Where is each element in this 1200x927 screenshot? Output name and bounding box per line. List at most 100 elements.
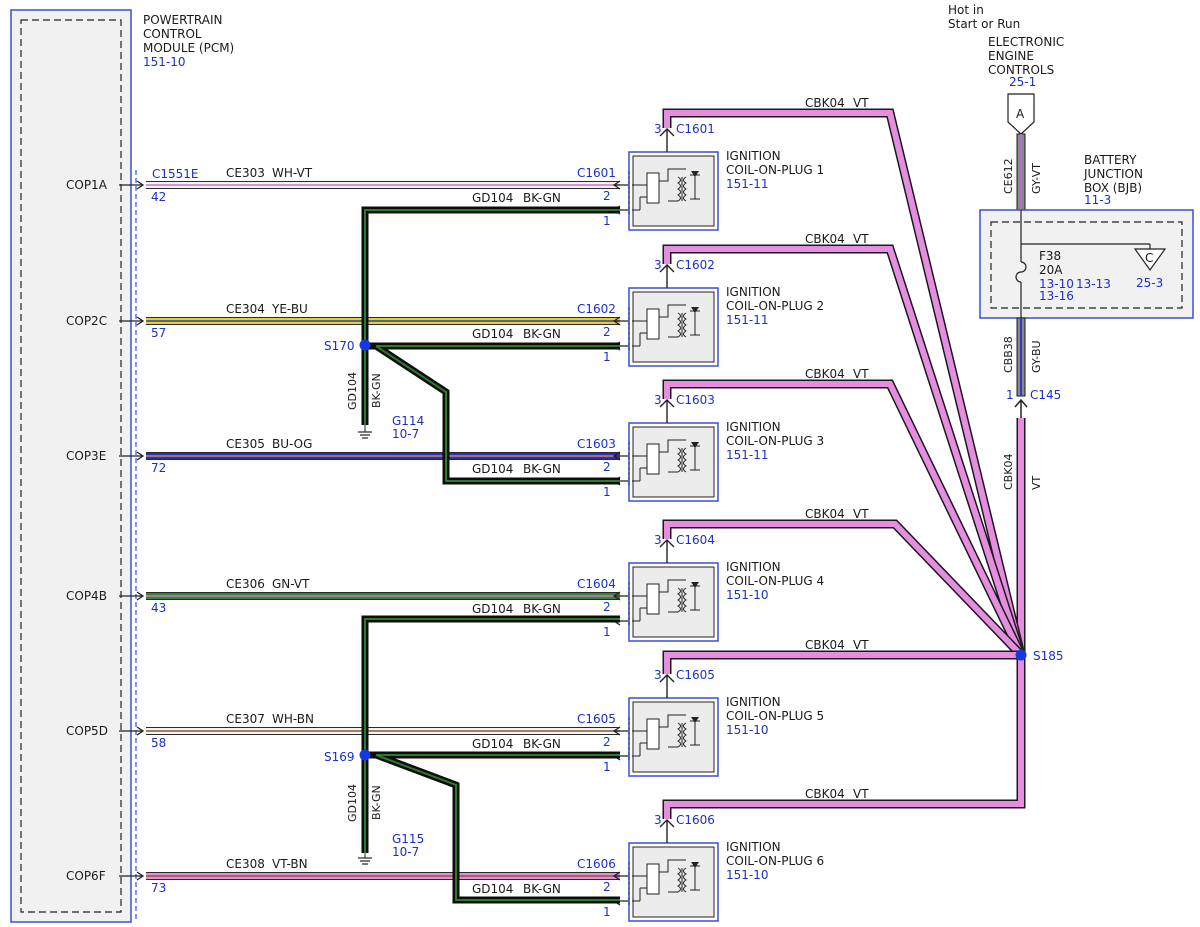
coil-pin-power: 3 <box>654 668 662 682</box>
ground-color-label: BK-GN <box>523 882 561 896</box>
feed-circuit: CE612 <box>1002 158 1015 194</box>
coil-pin-ground: 2 <box>603 460 611 474</box>
ground-circuit-label: GD104 <box>472 327 513 341</box>
coil-ref: 151-11 <box>726 448 769 462</box>
coil-pin-signal: 1 <box>603 350 611 364</box>
ground-circuit-label: GD104 <box>472 882 513 896</box>
coil-pin-signal: 1 <box>603 485 611 499</box>
ignition-coil-icon <box>632 579 700 622</box>
ground-s170-circuit: GD104 <box>346 372 359 410</box>
coil-ref: 151-10 <box>726 723 769 737</box>
signal-circuit-label: CE305 <box>226 437 265 451</box>
signal-circuit-label: CE307 <box>226 712 265 726</box>
fuse-ref-1: 13-10 <box>1039 277 1074 291</box>
splice-s185-label: S185 <box>1033 649 1064 663</box>
bjb-line-1: BATTERY <box>1084 153 1137 167</box>
coil-pin-signal: 1 <box>603 760 611 774</box>
pcm-pin-label: COP3E <box>66 449 106 463</box>
coil-connector-label: C1605 <box>577 712 616 726</box>
pcm-pin-number: 72 <box>151 461 166 475</box>
ignition-coil-icon <box>632 168 700 211</box>
power-wire <box>664 246 1024 656</box>
coil-title-line-2: COIL-ON-PLUG 4 <box>726 574 824 588</box>
splice-s185-group: S185 <box>1015 649 1064 663</box>
eec-connector-letter: A <box>1016 107 1025 121</box>
pcm-title-line-2: CONTROL <box>143 27 202 41</box>
signal-color-label: VT-BN <box>272 857 308 871</box>
hot-line-2: Start or Run <box>948 17 1020 31</box>
bjb-line-3: BOX (BJB) <box>1084 181 1142 195</box>
out-circuit: CBB38 <box>1002 336 1015 373</box>
ground-color-label: BK-GN <box>523 327 561 341</box>
coil-connector-label: C1603 <box>577 437 616 451</box>
pcm-pin-arrow-icon <box>119 591 145 601</box>
signal-circuit-label: CE308 <box>226 857 265 871</box>
signal-color-label: YE-BU <box>271 302 308 316</box>
bjb-ref: 11-3 <box>1084 193 1111 207</box>
power-circuit-label: CBK04 <box>805 367 845 381</box>
trunk-color: VT <box>1030 475 1043 490</box>
power-circuit-label: CBK04 <box>805 638 845 652</box>
ground-color-label: BK-GN <box>523 737 561 751</box>
power-connector-label: C1601 <box>676 122 715 136</box>
pcm-pin-arrow-icon <box>119 451 145 461</box>
bjb-box <box>979 209 1194 319</box>
ignition-coil-icon <box>632 859 700 902</box>
coil-pin-power: 3 <box>654 258 662 272</box>
coil-pin-ground: 2 <box>603 880 611 894</box>
fuse-rating: 20A <box>1039 263 1063 277</box>
coil-inner <box>632 566 715 638</box>
coil-pin-signal: 1 <box>603 625 611 639</box>
pcm-title-line-1: POWERTRAIN <box>143 13 223 27</box>
coil-title-line-2: COIL-ON-PLUG 6 <box>726 854 824 868</box>
ground-ref: 25-3 <box>1136 276 1163 290</box>
power-wire <box>664 652 1021 674</box>
signal-circuit-label: CE306 <box>226 577 265 591</box>
coil-ref: 151-11 <box>726 313 769 327</box>
ground-harness-s169: S169 GD104 BK-GN G115 10-7 <box>324 615 620 904</box>
coil-pin-ground: 2 <box>603 600 611 614</box>
power-pin-arrow-icon <box>659 674 675 698</box>
coil-connector-label: C1606 <box>577 857 616 871</box>
coil-pin-signal: 1 <box>603 905 611 919</box>
coil-inner <box>632 846 715 918</box>
trunk-circuit: CBK04 <box>1002 454 1015 490</box>
pcm-title-line-3: MODULE (PCM) <box>143 41 234 55</box>
eec-ref: 25-1 <box>1009 75 1036 89</box>
pcm-pin-number: 73 <box>151 881 166 895</box>
pcm-pin-number: 42 <box>151 190 166 204</box>
ground-harness-s170: S170 GD104 BK-GN G114 10-7 <box>324 206 620 485</box>
pcm-pin-arrow-icon <box>119 180 145 190</box>
ground-s169-circuit: GD104 <box>346 784 359 822</box>
power-circuit-label: CBK04 <box>805 96 845 110</box>
coil-pin-ground: 2 <box>603 189 611 203</box>
pcm-pin-arrow-icon <box>119 726 145 736</box>
eec-line-2: ENGINE <box>988 49 1034 63</box>
power-connector-label: C1604 <box>676 533 715 547</box>
coil-connector-label: C1604 <box>577 577 616 591</box>
ground-ref-letter: C <box>1145 251 1153 265</box>
power-pin-arrow-icon <box>659 819 675 843</box>
ground-ref-triangle <box>1133 248 1167 272</box>
coil-inner <box>632 291 715 363</box>
power-connector-label: C1605 <box>676 668 715 682</box>
ground-g115-ref: 10-7 <box>392 845 419 859</box>
pcm-pin-label: COP5D <box>66 724 108 738</box>
signal-color-label: BU-OG <box>272 437 312 451</box>
fuse-ref-3: 13-16 <box>1039 289 1074 303</box>
pcm-pin-number: 43 <box>151 601 166 615</box>
ground-circuit-label: GD104 <box>472 462 513 476</box>
splice-s170 <box>359 339 371 351</box>
ground-s170-color: BK-GN <box>370 373 383 408</box>
signal-circuit-label: CE303 <box>226 166 265 180</box>
coil-pin-ground: 2 <box>603 735 611 749</box>
power-wire <box>664 521 1024 658</box>
power-color-label: VT <box>853 507 869 521</box>
pcm-pin-arrow-icon <box>119 871 145 881</box>
splice-s169-label: S169 <box>324 750 355 764</box>
pcm-pin-label: COP1A <box>66 178 108 192</box>
fuse-f38-icon <box>1020 261 1027 273</box>
